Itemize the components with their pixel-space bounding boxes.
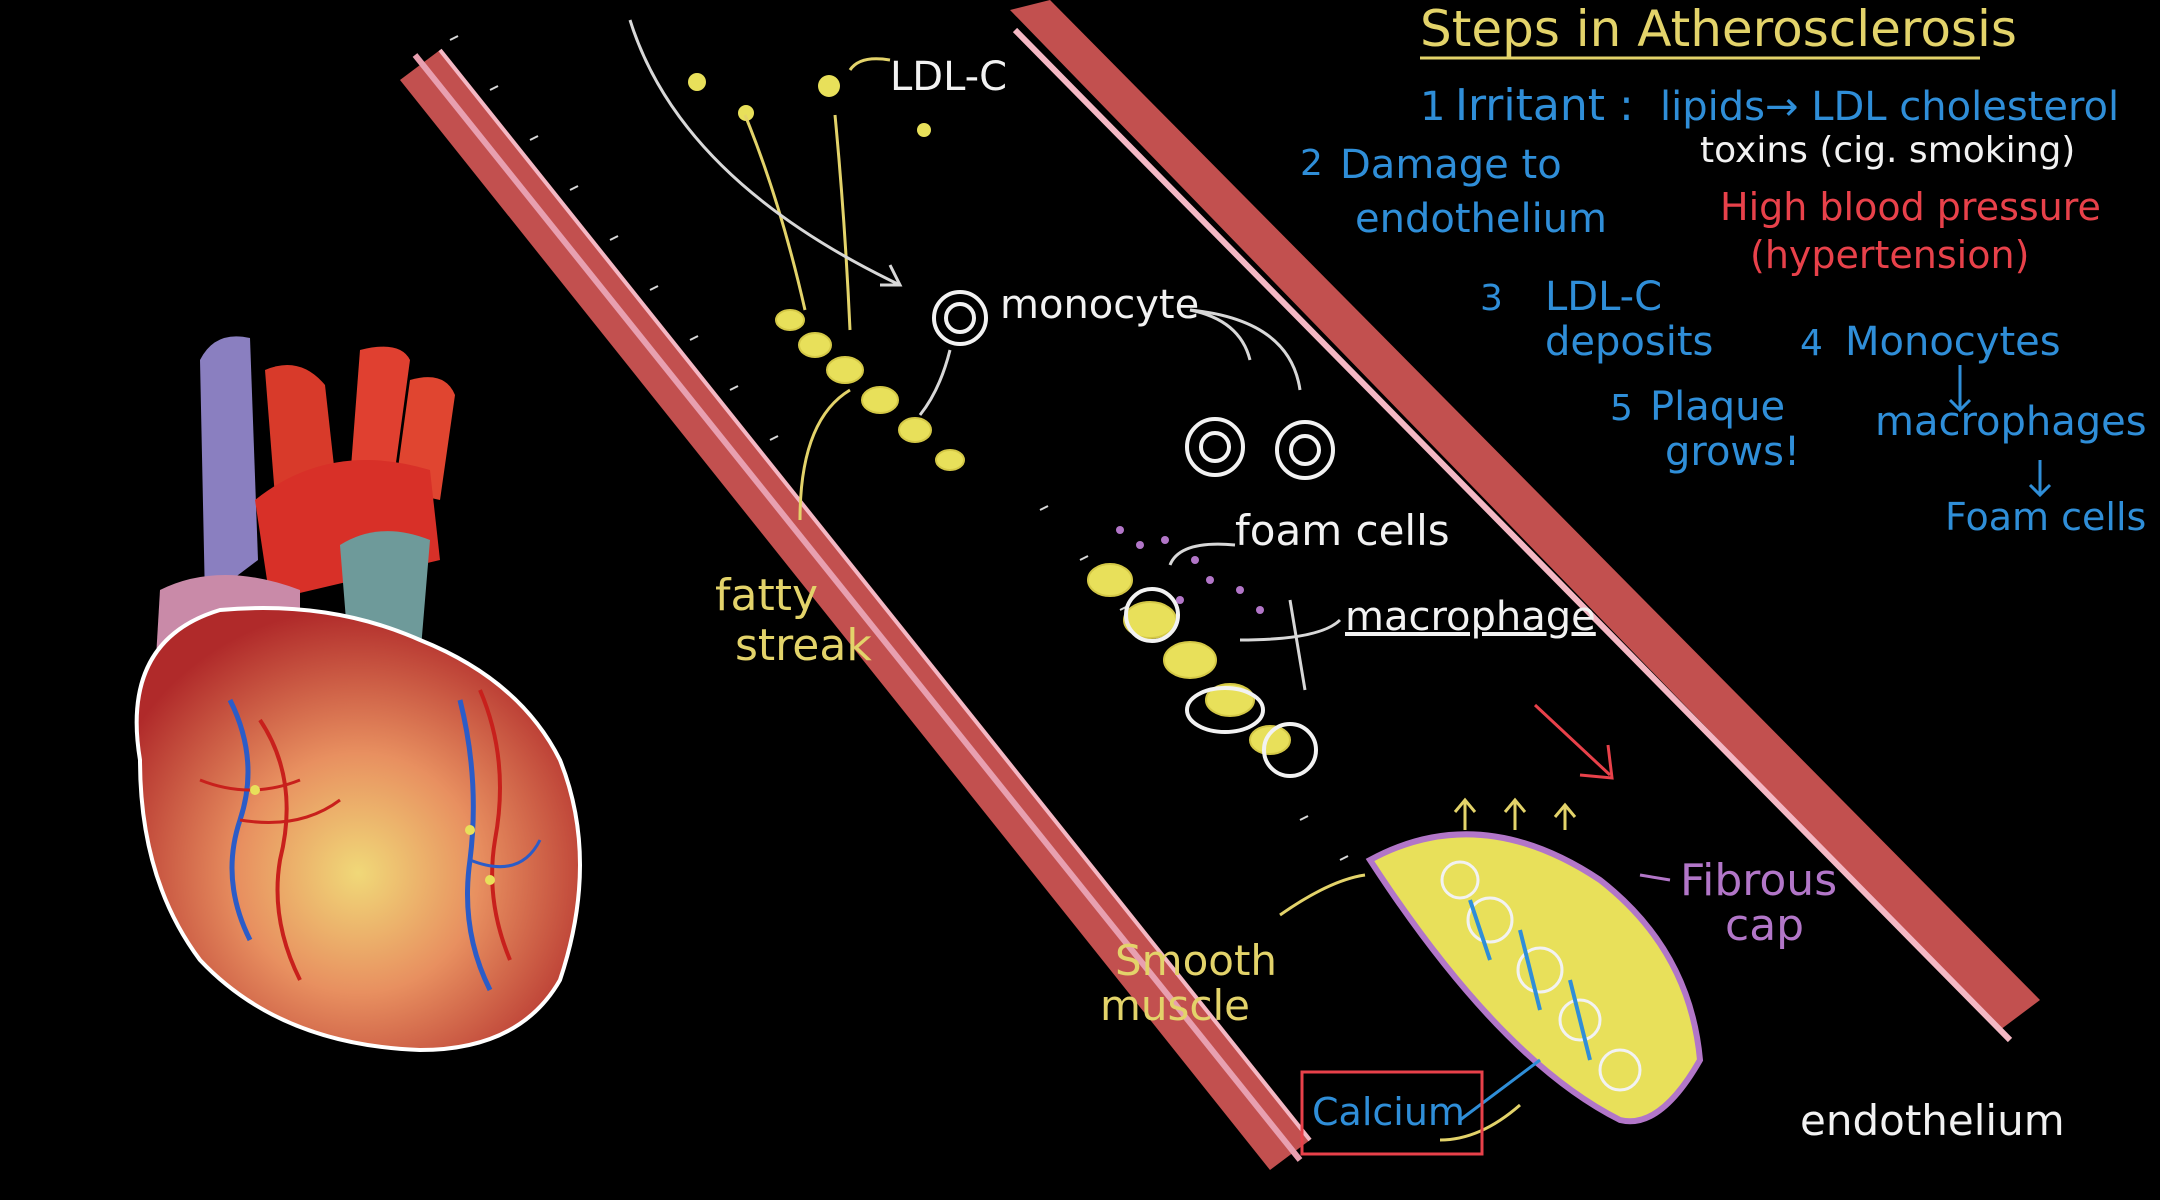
step1-bp: High blood pressure — [1720, 185, 2101, 229]
fatty-streak-label-1: fatty — [715, 570, 818, 621]
fibrous-cap-label-1: Fibrous — [1680, 855, 1837, 906]
foam-cells-label: foam cells — [1235, 506, 1450, 555]
step3-line2: deposits — [1545, 319, 1713, 365]
step-number-5: 5 — [1610, 388, 1633, 429]
monocyte-label: monocyte — [1000, 282, 1199, 328]
heart-body — [134, 606, 582, 1053]
step4-line2: macrophages — [1875, 399, 2147, 445]
ldl-particles — [688, 73, 931, 137]
smooth-muscle-label-1: Smooth — [1115, 936, 1277, 985]
step4-line1: Monocytes — [1845, 319, 2061, 365]
fatty-streak — [775, 309, 965, 471]
calcium-label: Calcium — [1312, 1090, 1465, 1134]
step1-toxins: toxins (cig. smoking) — [1700, 130, 2075, 171]
fibrous-cap-label-2: cap — [1725, 900, 1804, 951]
monocyte-cell — [932, 290, 988, 346]
step5-line2: grows! — [1665, 429, 1800, 475]
step1-label: Irritant : — [1455, 80, 1634, 131]
step-number-1: 1 — [1420, 84, 1445, 130]
step2-line1: Damage to — [1340, 142, 1562, 188]
step4-line3: Foam cells — [1945, 495, 2146, 539]
calcium-box — [1300, 1070, 1484, 1156]
macrophage-label: macrophage — [1345, 594, 1596, 640]
monocyte-cell — [1275, 420, 1335, 480]
step1-hypertension: (hypertension) — [1750, 233, 2029, 277]
endothelium-label: endothelium — [1800, 1096, 2065, 1145]
smooth-muscle-label-2: muscle — [1100, 981, 1250, 1030]
artery-wall-upper — [1010, 0, 2040, 1030]
step-number-4: 4 — [1800, 323, 1823, 364]
monocyte-cell — [1185, 417, 1245, 477]
ldl-label: LDL-C — [890, 54, 1007, 100]
artery-diagram — [400, 0, 2040, 1170]
heart-illustration — [134, 336, 582, 1053]
step5-line1: Plaque — [1650, 384, 1785, 430]
page-title: Steps in Atherosclerosis — [1420, 0, 2017, 58]
step1-lipids: lipids→ LDL cholesterol — [1660, 84, 2119, 130]
step2-line2: endothelium — [1355, 196, 1607, 242]
foam-cell — [1124, 587, 1318, 778]
step3-line1: LDL-C — [1545, 274, 1662, 320]
step-number-3: 3 — [1480, 278, 1503, 319]
step-number-2: 2 — [1300, 143, 1323, 184]
fatty-streak-label-2: streak — [735, 620, 872, 671]
